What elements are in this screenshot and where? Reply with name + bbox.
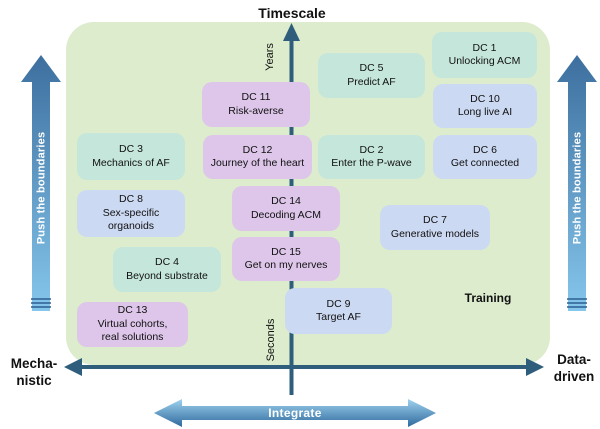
dc-number: DC 6 [473,143,497,156]
dc-title-line: Long live AI [457,106,513,118]
dc-title-line: Mechanics of AF [92,156,170,169]
dc-number: DC 1 [472,41,497,54]
mechanistic-datadriven-axis-line [78,365,530,369]
integrate-arrow-shape-icon [154,399,436,427]
integrate-arrow-label: Integrate [268,406,321,420]
dc-number: DC 3 [119,143,143,155]
dc-number: DC 10 [470,92,500,105]
dc-title-line: organoids [107,220,155,233]
years-axis-label: Years [264,43,276,71]
dc-title-line: Target AF [316,311,361,323]
axis-right-arrowhead-icon [526,358,544,376]
dc-number: DC 12 [242,143,273,156]
dc-title-line: Decoding ACM [250,208,322,221]
dc-title-line: Risk-averse [228,104,284,117]
seconds-axis-label: Seconds [265,318,277,362]
dc-number: DC 4 [155,256,179,268]
training-label: Training [464,291,512,305]
dc-title-line: Predict AF [347,75,396,88]
data-driven-line-2: driven [553,369,595,384]
axis-left-arrowhead-icon [64,358,82,376]
dc-number: DC 5 [359,62,384,74]
dc-title-line: real solutions [101,331,164,344]
data-driven-line-1: Data- [557,352,591,367]
data-driven-axis-label: Data- driven [554,351,595,385]
dc-number: DC 14 [271,195,301,207]
push-right-arrow-label: Push the boundaries [572,132,584,245]
dc-title-line: Journey of the heart [210,157,305,169]
mechanistic-line-1: Mecha- [10,356,58,371]
dc-title-line: Get connected [450,157,520,169]
dc-number: DC 8 [119,193,143,206]
dc-number: DC 7 [423,214,447,226]
dc-title-line: Sex-specific [102,206,160,219]
dc-title-line: Enter the P-wave [331,157,412,169]
dc-title-line: Unlocking ACM [448,55,521,67]
push-left-arrow-shape-icon [21,55,61,311]
timescale-axis-arrowhead-icon [283,23,300,41]
push-right-arrow-shape-icon [557,55,597,311]
dc-number: DC 13 [117,304,148,317]
page-title: Timescale [258,5,326,21]
dc-number: DC 9 [326,297,351,310]
dc-number: DC 15 [271,245,301,258]
dc-title-line: Get on my nerves [244,259,328,271]
dc-title-line: Beyond substrate [126,269,208,282]
push-boundaries-right-arrow: Push the boundaries [557,55,597,311]
dc-title-line: Generative models [390,227,480,240]
integrate-arrow: Integrate [154,399,436,427]
mechanistic-line-2: nistic [16,373,52,388]
dc-number: DC 11 [241,91,271,103]
mechanistic-axis-label: Mecha- nistic [11,355,58,389]
dc-number: DC 2 [359,143,384,156]
push-boundaries-left-arrow: Push the boundaries [21,55,61,311]
dc-title-line: Virtual cohorts, [97,317,168,330]
push-left-arrow-label: Push the boundaries [36,132,48,245]
